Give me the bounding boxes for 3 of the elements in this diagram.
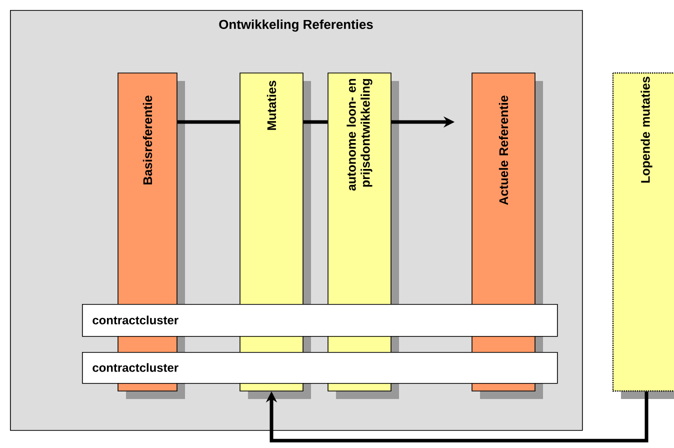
column-box: Lopende mutaties [612, 72, 674, 399]
cluster-box: contractcluster [82, 352, 558, 384]
cluster-box: contractcluster [82, 304, 558, 337]
